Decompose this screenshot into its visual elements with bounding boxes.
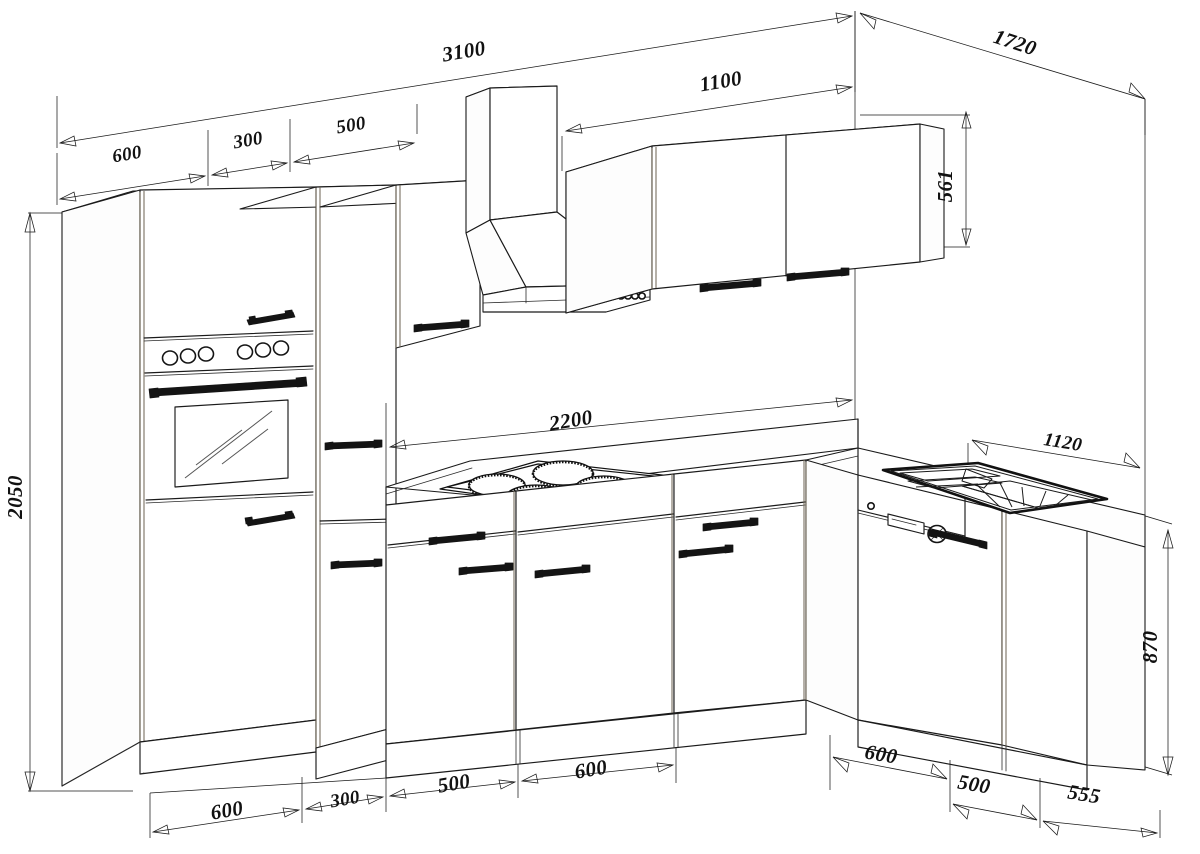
dim-label-1100: 1100 — [698, 66, 744, 97]
dimension-lines-upper — [56, 11, 1146, 248]
dimension-lines-return — [829, 735, 1161, 838]
handle-narrow-upper — [324, 439, 383, 451]
dim-label-870: 870 — [1138, 631, 1162, 664]
handle-wall-1100-right — [786, 267, 850, 282]
dim-label-300-lower: 300 — [328, 787, 362, 813]
dim-label-300-upper: 300 — [231, 128, 265, 154]
dim-label-1120: 1120 — [1042, 429, 1084, 456]
base-run-cabinets[interactable] — [385, 459, 807, 779]
dimension-labels: 3100 1720 1100 561 600 300 500 2050 2200… — [3, 24, 1162, 824]
handle-tall-lower — [244, 510, 296, 527]
dim-label-561: 561 — [933, 170, 957, 203]
handle-base-600-right-drawer — [702, 517, 759, 532]
dimension-lines-lower — [149, 747, 677, 838]
handle-oven-door — [148, 376, 308, 399]
dimension-2200 — [385, 397, 854, 487]
dim-label-3100: 3100 — [439, 36, 487, 67]
handle-base-500-drawer — [428, 531, 486, 546]
dimension-870 — [1141, 514, 1174, 777]
handle-wall-1100-left — [699, 278, 762, 293]
handle-tall-upper — [246, 309, 296, 326]
tall-narrow-unit[interactable] — [239, 184, 397, 780]
wall-cabinet-500[interactable] — [319, 179, 481, 349]
handle-base-600-right-door — [678, 544, 734, 559]
handle-dishwasher — [928, 528, 988, 550]
wall-cabinet-1100[interactable] — [565, 123, 945, 314]
return-run[interactable] — [805, 418, 1146, 791]
oven-knobs[interactable] — [161, 340, 290, 366]
dim-label-1720: 1720 — [991, 24, 1040, 60]
sink[interactable] — [881, 461, 1109, 515]
handle-narrow-lower — [330, 558, 383, 570]
dim-label-600-lower-b: 600 — [573, 755, 609, 784]
dim-label-600-return: 600 — [863, 740, 899, 769]
dim-label-500-return: 500 — [956, 770, 992, 799]
dim-label-600-lower: 600 — [209, 796, 245, 825]
tall-oven-unit[interactable] — [61, 186, 317, 787]
dim-label-2050: 2050 — [3, 475, 27, 520]
dim-label-2200: 2200 — [546, 405, 594, 436]
dim-label-600-upper: 600 — [111, 142, 144, 168]
handle-wall-500 — [413, 319, 470, 333]
handle-base-500-door — [458, 562, 514, 576]
dim-label-500-lower: 500 — [436, 769, 472, 798]
handle-base-600-mid — [534, 564, 591, 579]
oven-window — [174, 399, 289, 488]
dim-label-555-return: 555 — [1066, 780, 1102, 809]
dim-label-500-upper: 500 — [335, 113, 368, 139]
